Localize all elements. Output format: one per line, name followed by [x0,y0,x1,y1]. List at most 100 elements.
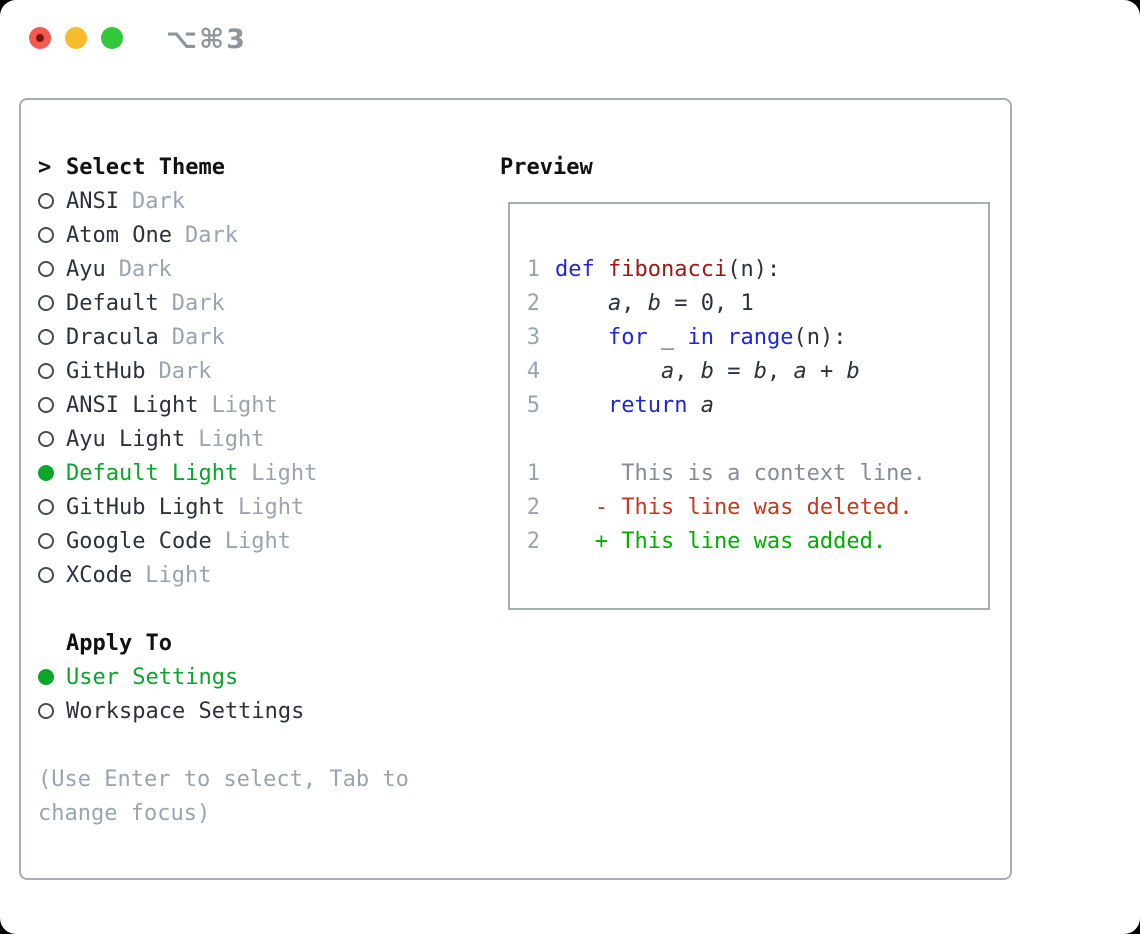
radio-unselected-icon [38,397,54,413]
radio-icon [38,533,66,549]
radio-unselected-icon [38,261,54,277]
theme-option[interactable]: Ayu Light Light [38,422,488,456]
line-number: 1 [526,460,540,486]
line-number: 3 [526,324,540,350]
hint-line-2: change focus) [38,800,211,826]
option-variant-label: Dark [184,222,238,248]
code-line: 2 + This line was added. [526,524,988,558]
option-label: Workspace Settings [66,698,305,724]
code-line: 3 for _ in range(n): [526,320,988,354]
option-label: GitHub [66,358,146,384]
select-theme-heading-label: Select Theme [66,154,225,180]
radio-icon [38,227,66,243]
option-label: Google Code [66,528,212,554]
apply-option[interactable]: User Settings [38,660,488,694]
code-line: 5 return a [526,388,988,422]
close-button[interactable] [29,27,51,49]
option-label: Ayu Light [66,426,186,452]
minimize-button[interactable] [65,27,87,49]
code-text: a, b = b, a + b [660,358,860,384]
code-line: 1 This is a context line. [526,456,988,490]
code-text: return a [607,392,714,418]
theme-option[interactable]: Default Dark [38,286,488,320]
maximize-button[interactable] [101,27,123,49]
radio-icon [38,567,66,583]
option-variant-label: Dark [131,188,185,214]
window-titlebar: ⌥⌘3 [0,0,1140,98]
radio-unselected-icon [38,227,54,243]
radio-icon [38,499,66,515]
code-text: a, b = 0, 1 [607,290,754,316]
option-variant-label: Light [211,392,278,418]
spacer [38,728,488,762]
code-line: 2 a, b = 0, 1 [526,286,988,320]
option-variant-label: Light [198,426,265,452]
radio-unselected-icon [38,329,54,345]
radio-selected-icon [38,465,54,481]
option-variant-label: Light [224,528,291,554]
code-text: + This line was added. [555,528,887,554]
code-line: 2 - This line was deleted. [526,490,988,524]
line-number: 5 [526,392,540,418]
radio-unselected-icon [38,363,54,379]
code-text: for _ in range(n): [607,324,847,350]
hint-text: (Use Enter to select, Tab to change focu… [38,762,488,830]
radio-icon [38,329,66,345]
option-label: Default [66,290,159,316]
option-label: ANSI Light [66,392,199,418]
code-line [526,422,988,456]
option-label: GitHub Light [66,494,225,520]
radio-icon [38,193,66,209]
option-variant-label: Light [237,494,305,520]
apply-option[interactable]: Workspace Settings [38,694,488,728]
option-variant-label: Dark [171,290,225,316]
option-variant-label: Light [145,562,212,588]
theme-option[interactable]: Google Code Light [38,524,488,558]
radio-icon [38,669,66,685]
option-variant-label: Dark [158,358,212,384]
theme-option[interactable]: Atom One Dark [38,218,488,252]
radio-unselected-icon [38,533,54,549]
radio-icon [38,295,66,311]
radio-unselected-icon [38,295,54,311]
option-label: ANSI [66,188,119,214]
theme-option[interactable]: Ayu Dark [38,252,488,286]
theme-option[interactable]: GitHub Light Light [38,490,488,524]
radio-icon [38,261,66,277]
option-label: Ayu [66,256,106,282]
line-number: 1 [526,256,540,282]
cursor-indicator: > [38,154,52,180]
radio-unselected-icon [38,499,54,515]
code-line: 4 a, b = b, a + b [526,354,988,388]
preview-heading: Preview [500,154,593,180]
radio-unselected-icon [38,431,54,447]
theme-option[interactable]: ANSI Light Light [38,388,488,422]
radio-icon [38,703,66,719]
radio-unselected-icon [38,703,54,719]
line-number: 2 [526,290,540,316]
line-number: 2 [526,494,540,520]
option-variant-label: Dark [118,256,172,282]
code-text: This is a context line. [555,460,926,486]
theme-option[interactable]: GitHub Dark [38,354,488,388]
theme-option[interactable]: ANSI Dark [38,184,488,218]
radio-icon [38,465,66,481]
hint-line-1: (Use Enter to select, Tab to [38,766,409,792]
select-theme-heading: > Select Theme [38,150,488,184]
option-label: Dracula [66,324,159,350]
apply-to-heading: Apply To [38,626,488,660]
traffic-lights [29,27,123,49]
option-label: Atom One [66,222,172,248]
